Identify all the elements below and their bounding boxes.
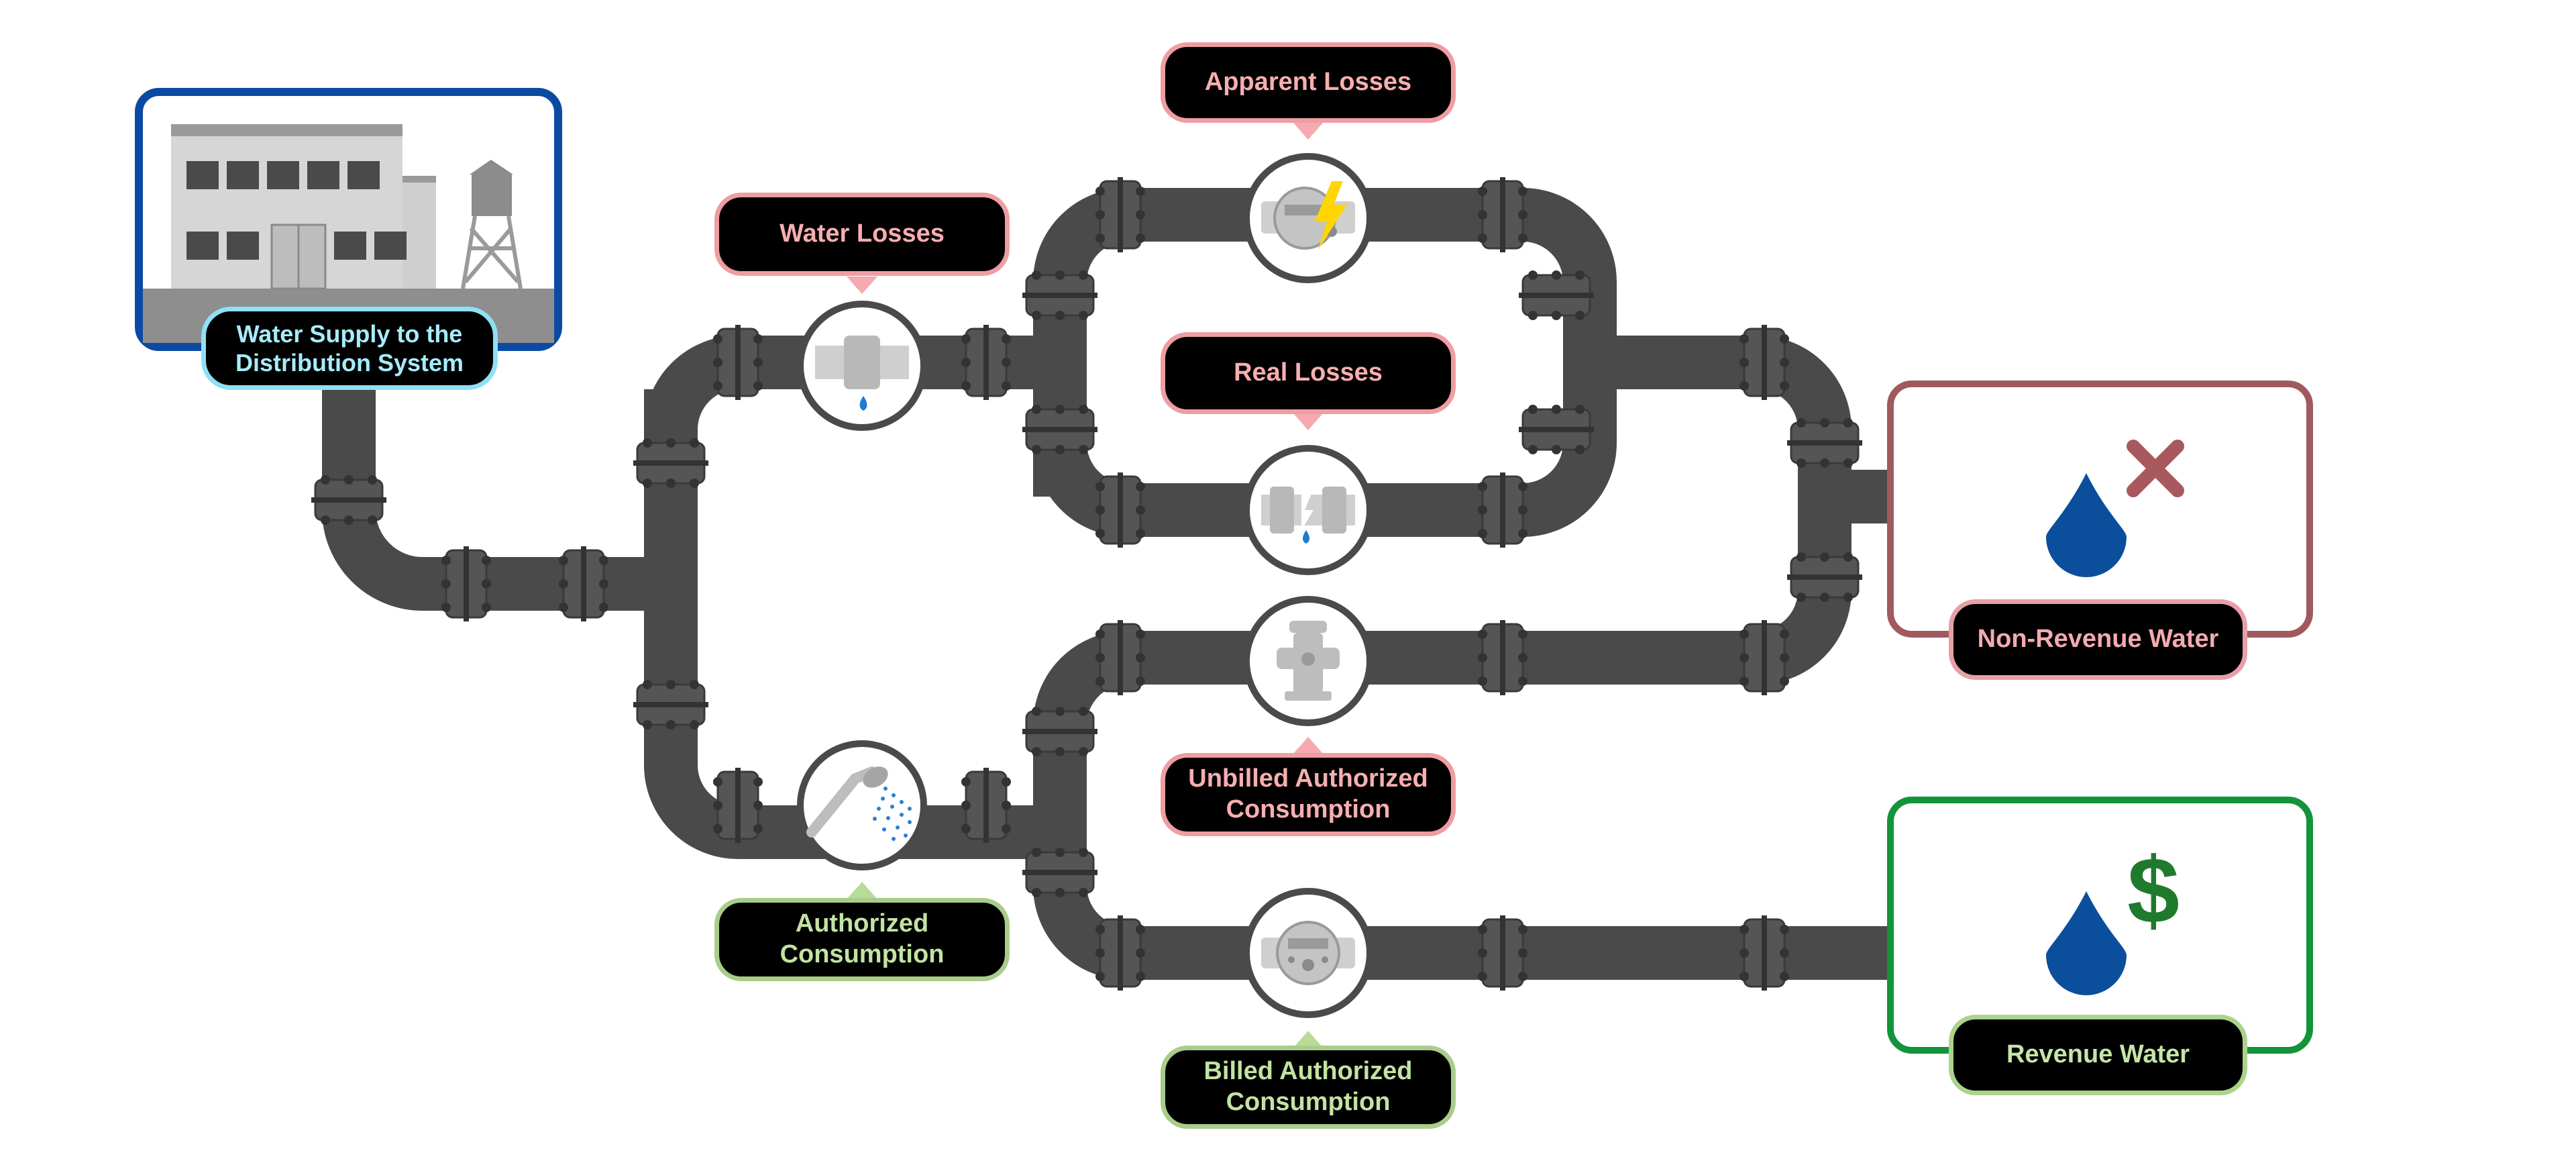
node-real-losses: [1243, 445, 1373, 575]
label-billed-line2: Consumption: [1226, 1088, 1391, 1116]
label-water-losses: Water Losses: [714, 193, 1010, 276]
label-apparent-losses-text: Apparent Losses: [1204, 68, 1412, 97]
node-authorized-consumption: [797, 740, 927, 870]
water-drop-with-dollar-icon: $: [2046, 838, 2180, 995]
label-revenue-water-text: Revenue Water: [2006, 1040, 2190, 1069]
node-billed-authorized: [1243, 888, 1373, 1018]
pipe-unbilled: [1033, 470, 1851, 832]
revenue-water-frame: $: [1887, 797, 2313, 1054]
label-revenue-water: Revenue Water: [1949, 1015, 2247, 1095]
water-drop-with-x-icon: [2046, 440, 2184, 577]
label-pointers: [847, 122, 1324, 1048]
label-non-revenue-water: Non-Revenue Water: [1949, 599, 2247, 680]
label-real-losses: Real Losses: [1161, 332, 1456, 414]
node-unbilled-authorized: [1243, 596, 1373, 726]
non-revenue-water-frame: [1887, 381, 2313, 638]
node-apparent-losses: [1243, 153, 1373, 283]
building-with-water-tower-icon: [171, 124, 523, 290]
leaking-pipe-joint-icon: [815, 336, 909, 411]
label-authorized-line1: Authorized: [795, 909, 929, 938]
label-water-supply-line1: Water Supply to the: [236, 319, 463, 348]
label-real-losses-text: Real Losses: [1234, 358, 1383, 387]
pipe-losses-to-nrw: [1590, 336, 1851, 497]
pipe-supply-main: [322, 383, 671, 611]
label-water-losses-text: Water Losses: [780, 219, 945, 248]
svg-text:$: $: [2127, 838, 2180, 943]
label-apparent-losses: Apparent Losses: [1161, 42, 1456, 123]
broken-pipe-leak-icon: [1261, 487, 1355, 544]
fire-hydrant-icon: [1277, 621, 1340, 701]
shower-head-icon: [806, 766, 912, 841]
label-unbilled-line1: Unbilled Authorized: [1188, 764, 1428, 793]
label-non-revenue-water-text: Non-Revenue Water: [1977, 625, 2219, 654]
node-water-losses: [797, 301, 927, 431]
label-water-supply-line2: Distribution System: [235, 349, 464, 376]
label-billed-line1: Billed Authorized: [1203, 1057, 1413, 1086]
tampered-meter-icon: [1261, 181, 1355, 250]
water-meter-icon: [1261, 921, 1355, 985]
label-unbilled-line2: Consumption: [1226, 795, 1391, 823]
label-authorized-line2: Consumption: [780, 940, 945, 968]
